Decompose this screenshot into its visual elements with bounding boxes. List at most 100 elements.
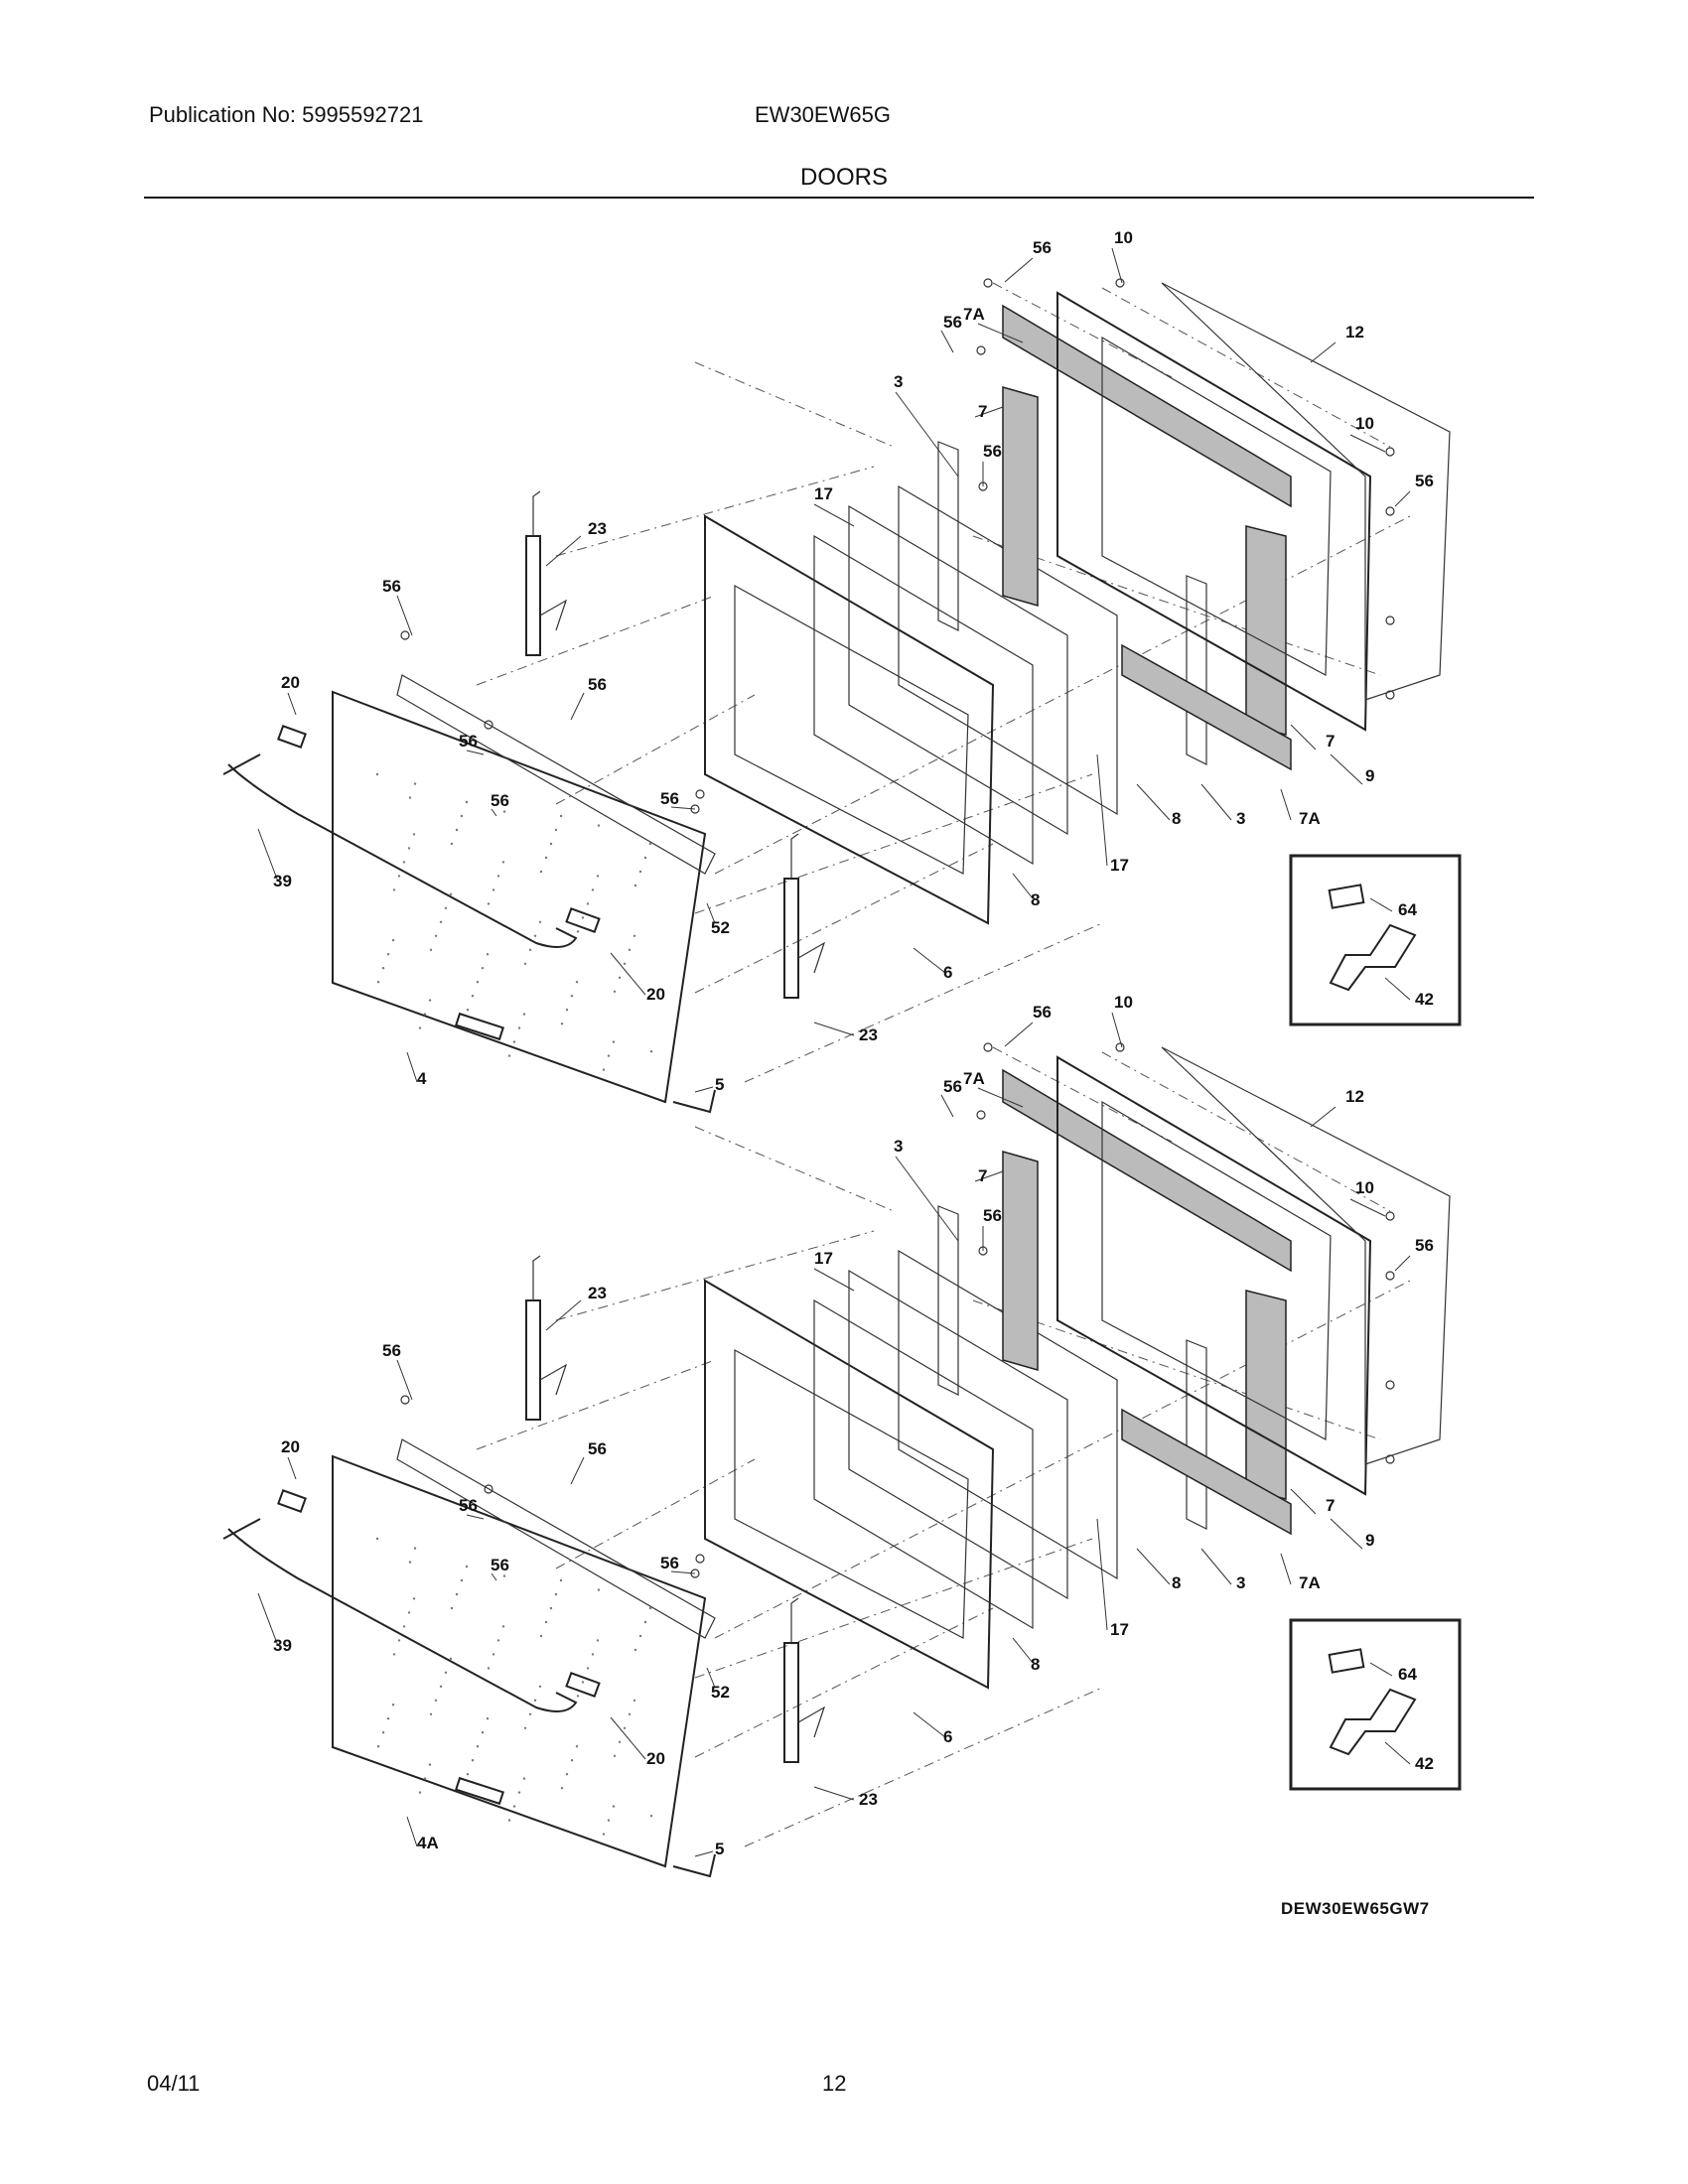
leader-line [974, 406, 1004, 418]
side-channel [1186, 1339, 1207, 1530]
part-label: 17 [1110, 856, 1129, 875]
leader-line [1330, 753, 1363, 785]
leader-line [706, 1667, 716, 1689]
panel-texture-dot [487, 1667, 491, 1670]
panel-texture-dot [612, 1040, 616, 1043]
outer-door-panel [332, 1454, 707, 1868]
part-label: 20 [281, 673, 300, 692]
door-handle-end [222, 753, 261, 775]
panel-texture-dot [523, 962, 527, 965]
alignment-line [694, 843, 994, 994]
leader-line [545, 1299, 582, 1331]
part-label: 56 [588, 1439, 607, 1458]
side-channel [937, 1205, 959, 1396]
panel-texture-dot [602, 1068, 606, 1071]
panel-texture-dot [465, 1565, 469, 1569]
insulation-top [1002, 304, 1292, 508]
part-label: 9 [1365, 766, 1374, 785]
panel-texture-dot [638, 1634, 642, 1638]
panel-texture-dot [466, 1773, 470, 1776]
alignment-line [694, 1126, 895, 1212]
panel-texture-dot [481, 967, 485, 970]
panel-texture-dot [549, 842, 553, 846]
leader-line [1290, 1488, 1317, 1515]
panel-texture-dot [481, 1731, 485, 1734]
alignment-line [694, 361, 895, 448]
screw [484, 720, 493, 730]
panel-texture-dot [375, 772, 379, 776]
panel-texture-dot [522, 1777, 526, 1780]
part-label: 23 [859, 1790, 878, 1809]
screw [1385, 506, 1395, 516]
handle-bracket [565, 1672, 601, 1698]
part-label: 52 [711, 1683, 730, 1702]
panel-texture-dot [523, 1726, 527, 1730]
part-label: 4A [417, 1834, 439, 1852]
part-label: 3 [894, 1137, 903, 1156]
part-label: 17 [814, 484, 833, 503]
hinge-spring [790, 833, 799, 879]
leader-line [913, 947, 946, 974]
model-number: EW30EW65G [755, 102, 891, 127]
leader-line [610, 952, 646, 996]
panel-texture-dot [507, 1819, 511, 1822]
leader-line [977, 323, 1024, 343]
panel-texture-dot [492, 1653, 495, 1656]
page-title: DOORS [799, 164, 888, 191]
part-label: 56 [1033, 1003, 1052, 1022]
part-label: 56 [983, 1206, 1002, 1225]
panel-texture-dot [517, 1791, 521, 1794]
panel-texture-dot [412, 1597, 416, 1600]
leader-line [1111, 247, 1123, 284]
panel-texture-dot [623, 1726, 627, 1730]
panel-texture-dot [554, 828, 558, 832]
leader-line [974, 1170, 1004, 1182]
panel-texture-dot [648, 842, 652, 846]
panel-texture-dot [501, 861, 505, 864]
part-label: 39 [273, 1636, 292, 1655]
leader-line [1111, 1012, 1123, 1048]
panel-texture-dot [517, 1026, 521, 1029]
leader-line [1004, 257, 1034, 283]
part-label: 56 [660, 789, 679, 808]
screw [695, 1554, 705, 1564]
handle-bracket [277, 1489, 307, 1513]
panel-texture-dot [633, 934, 636, 937]
panel-texture-dot [522, 1013, 526, 1016]
part-label: 56 [459, 1496, 478, 1515]
alignment-line [555, 1458, 756, 1570]
panel-texture-dot [533, 934, 537, 937]
part-label: 10 [1114, 993, 1133, 1012]
part-label: 20 [646, 1749, 665, 1768]
leader-line [1384, 1741, 1411, 1765]
door-top-trim [396, 1438, 716, 1639]
part-label: 9 [1365, 1531, 1374, 1550]
leader-line [396, 595, 413, 636]
leader-line [1012, 873, 1034, 899]
screw [976, 1110, 986, 1120]
panel-texture-dot [376, 1745, 380, 1748]
hinge-arm [797, 1706, 826, 1738]
door-handle [227, 763, 578, 948]
leader-line [491, 808, 497, 817]
part-label: 39 [273, 872, 292, 890]
panel-texture-dot [434, 934, 438, 937]
part-label: 7 [978, 1166, 987, 1185]
alignment-line [1101, 1051, 1391, 1212]
part-label: 10 [1355, 1178, 1374, 1197]
panel-texture-dot [466, 1009, 470, 1012]
panel-texture-dot [444, 1671, 448, 1675]
panel-texture-dot [391, 1704, 395, 1706]
part-label: 7A [963, 305, 985, 324]
panel-texture-dot [444, 906, 448, 909]
leader-line [694, 1850, 714, 1857]
panel-texture-dot [576, 1695, 580, 1698]
insulation-bottom [1121, 1408, 1292, 1536]
panel-texture-dot [538, 920, 542, 923]
part-label: 7A [963, 1069, 985, 1088]
alignment-line [555, 694, 756, 805]
panel-texture-dot [391, 939, 395, 942]
hinge-arm [539, 599, 568, 631]
panel-texture-dot [560, 1787, 564, 1790]
